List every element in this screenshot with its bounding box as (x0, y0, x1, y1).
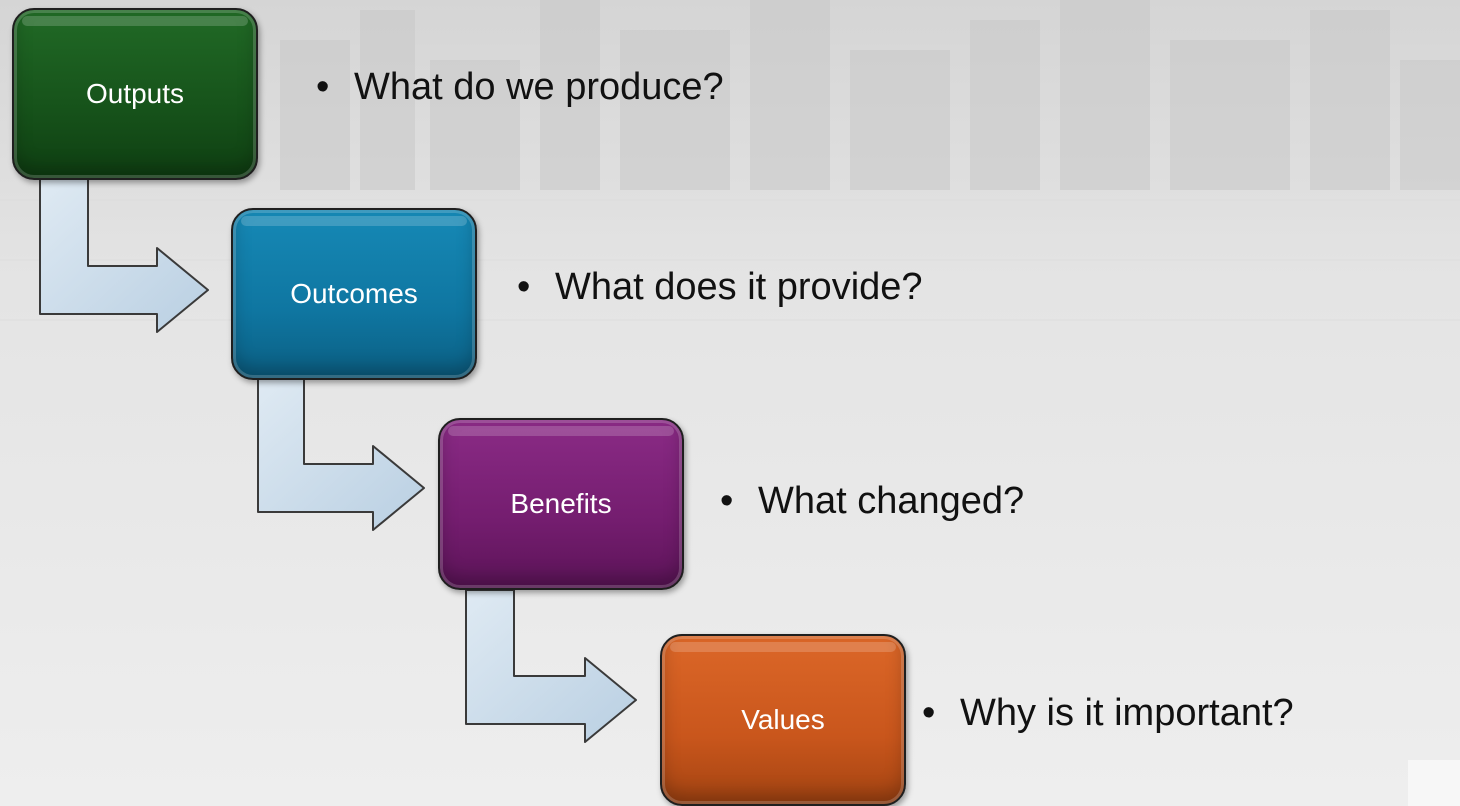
arrow-benefits-to-values (465, 589, 637, 743)
bullet-dot: • (517, 266, 531, 308)
question-bullet-values: • Why is it important? (922, 692, 1294, 735)
question-text: What does it provide? (555, 266, 923, 308)
bullet-dot: • (720, 480, 734, 522)
bullet-dot: • (922, 692, 936, 734)
question-bullet-outcomes: • What does it provide? (517, 266, 923, 309)
step-label: Outcomes (290, 278, 418, 309)
box-highlight (241, 216, 467, 226)
question-text: What do we produce? (354, 66, 724, 108)
question-text: Why is it important? (960, 692, 1294, 734)
box-highlight (22, 16, 248, 26)
question-bullet-outputs: • What do we produce? (316, 66, 724, 109)
step-label: Outputs (85, 78, 185, 109)
box-highlight (670, 642, 896, 652)
step-label: Values (741, 704, 825, 735)
arrow-outputs-to-outcomes (39, 177, 209, 333)
step-label: Benefits (510, 488, 612, 519)
question-text: What changed? (758, 480, 1025, 522)
step-box-benefits: Benefits (438, 418, 684, 590)
step-box-values: Values (660, 634, 906, 806)
step-box-outcomes: Outcomes (231, 208, 477, 380)
arrow-outcomes-to-benefits (257, 377, 425, 531)
step-box-outputs: Outputs (12, 8, 258, 180)
question-bullet-benefits: • What changed? (720, 480, 1024, 523)
box-highlight (448, 426, 674, 436)
bullet-dot: • (316, 66, 330, 108)
